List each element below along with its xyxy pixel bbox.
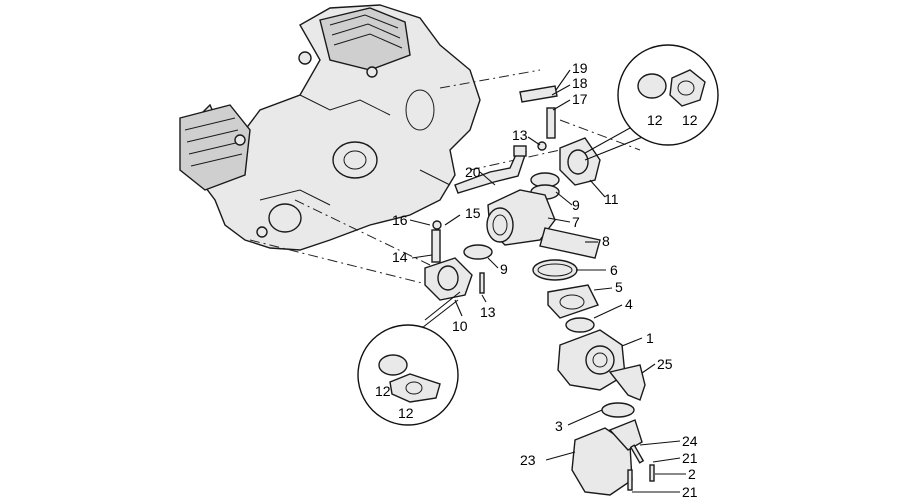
label-19: 19 <box>572 60 588 76</box>
gasket-callout-upper: 12 12 <box>584 44 719 161</box>
label-21-upper: 21 <box>682 450 698 466</box>
intake-duct <box>486 189 601 259</box>
label-24: 24 <box>682 433 698 449</box>
label-6: 6 <box>610 262 618 278</box>
label-12-lower-bottom: 12 <box>398 405 414 421</box>
label-9-upper: 9 <box>572 197 580 213</box>
label-11: 11 <box>604 191 619 207</box>
label-18: 18 <box>572 75 588 91</box>
lower-intake-manifold <box>424 220 493 301</box>
label-8: 8 <box>602 233 610 249</box>
label-12-upper-right: 12 <box>682 112 698 128</box>
label-5: 5 <box>615 279 623 295</box>
throttle-body <box>557 329 646 401</box>
label-23: 23 <box>520 452 536 468</box>
engine-block <box>179 4 481 251</box>
label-14: 14 <box>392 249 408 265</box>
label-25: 25 <box>657 356 673 372</box>
label-13-lower: 13 <box>480 304 496 320</box>
gasket-callout-lower: 12 12 <box>357 291 461 426</box>
upper-intake-manifold <box>519 85 601 200</box>
air-filter-assembly <box>571 402 655 496</box>
label-4: 4 <box>625 296 633 312</box>
label-12-lower-top: 12 <box>375 383 391 399</box>
label-2: 2 <box>688 466 696 482</box>
label-16: 16 <box>392 212 408 228</box>
label-15: 15 <box>465 205 481 221</box>
label-7: 7 <box>572 214 580 230</box>
part-number-labels: 19 18 17 13 11 20 9 7 8 16 15 14 9 6 5 4… <box>392 60 698 500</box>
label-20: 20 <box>465 164 481 180</box>
label-10: 10 <box>452 318 468 334</box>
label-1: 1 <box>646 330 654 346</box>
label-9-lower: 9 <box>500 261 508 277</box>
label-21-lower: 21 <box>682 484 698 500</box>
hose <box>454 145 527 194</box>
label-3: 3 <box>555 418 563 434</box>
label-17: 17 <box>572 91 588 107</box>
clamps-and-spacers <box>532 259 599 333</box>
label-12-upper-left: 12 <box>647 112 663 128</box>
label-13-upper: 13 <box>512 127 528 143</box>
